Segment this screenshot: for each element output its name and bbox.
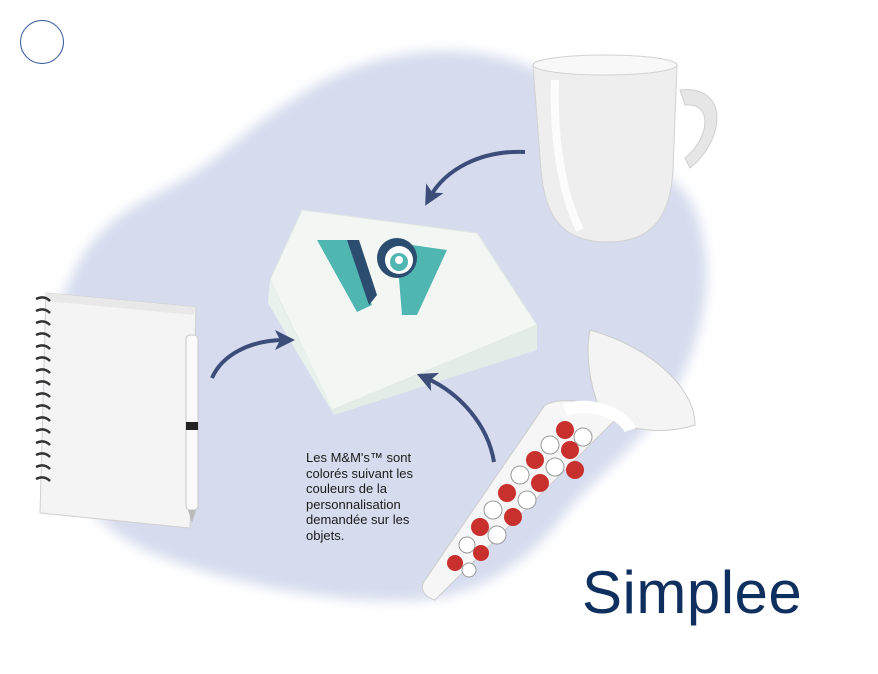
candy-caption: Les M&M's™ sont colorés suivant les coul… [306,450,456,543]
caption-line: objets. [306,527,345,543]
candy-bag-icon [422,329,696,601]
arrow-from-mug [425,149,526,206]
mug-icon [532,54,718,243]
brand-title: Simplee [582,559,803,626]
caption-line: demandée sur les [306,512,410,527]
caption-line: couleurs de la [306,481,387,496]
arrow-from-candy [416,372,496,463]
arrow-from-notebook [210,330,295,379]
menu-circle-button[interactable] [20,20,64,64]
caption-line: colorés suivant les [306,465,413,481]
caption-line: Les M&M's™ sont [306,450,412,465]
notebook-icon [35,292,199,529]
caption-line: personnalisation [306,496,401,512]
gift-box-icon [268,209,538,415]
